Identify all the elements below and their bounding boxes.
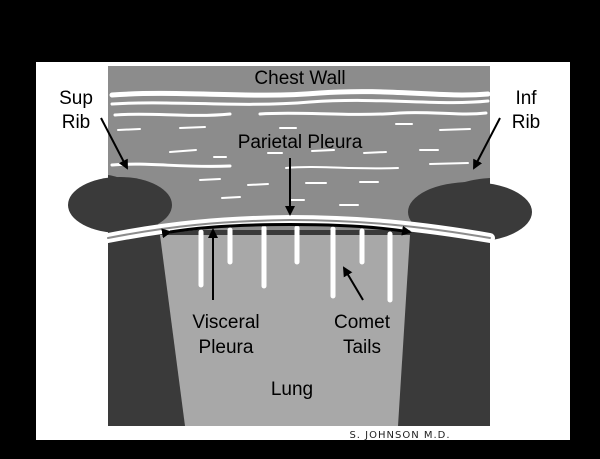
lung-sliding-arrow	[161, 223, 412, 239]
sup-rib-pointer	[100, 117, 128, 170]
author-signature: S. JOHNSON M.D.	[349, 430, 450, 441]
inf-rib-label: Rib	[512, 112, 541, 133]
chest-wall-label: Chest Wall	[254, 68, 345, 89]
pointer-arrows	[100, 117, 501, 301]
visceral-label: Visceral	[192, 312, 259, 333]
sup-label: Sup	[59, 88, 93, 109]
inf-rib-pointer	[473, 117, 501, 170]
lung-region	[160, 235, 410, 426]
sup-rib-label: Rib	[62, 112, 91, 133]
superior-rib	[68, 177, 172, 233]
parietal-pleura-label: Parietal Pleura	[238, 132, 363, 153]
visceral-pleura-label: Pleura	[199, 337, 254, 358]
chest-wall-region	[108, 66, 490, 230]
lung-label: Lung	[271, 379, 313, 400]
inf-label: Inf	[515, 88, 537, 109]
comet-tails	[198, 225, 393, 303]
comet-tails-label: Tails	[343, 337, 381, 358]
chest-wall-stripes	[109, 89, 491, 206]
comet-label: Comet	[334, 312, 391, 333]
comet-tails-pointer	[342, 266, 364, 301]
